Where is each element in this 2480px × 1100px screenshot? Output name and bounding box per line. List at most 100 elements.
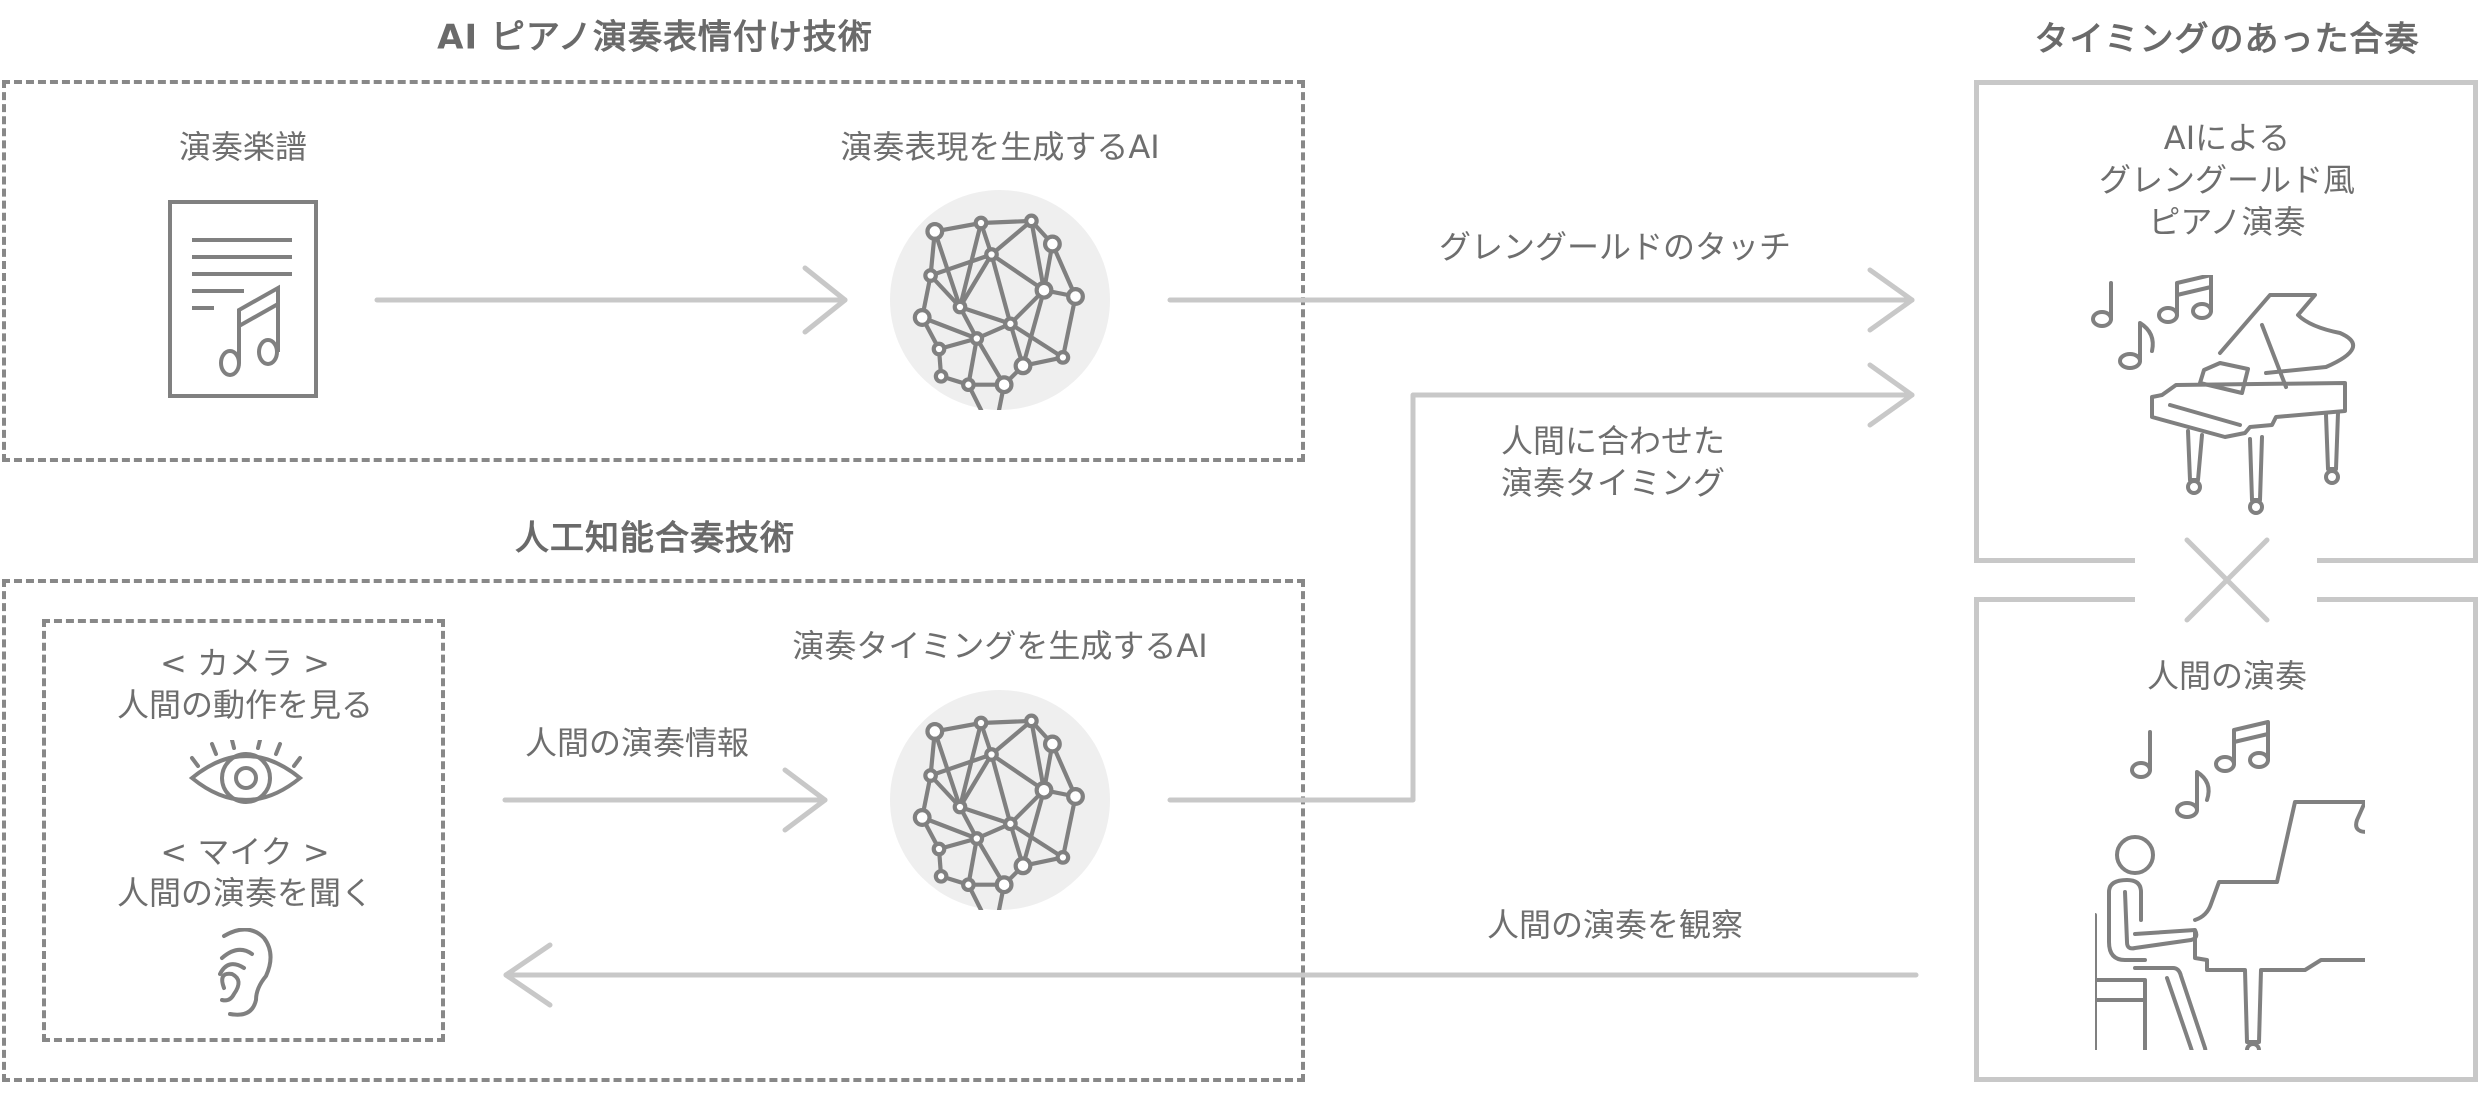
- sensor-box: [42, 619, 445, 1042]
- brain-node: [1003, 316, 1018, 332]
- brain-edge: [1020, 289, 1047, 367]
- brain-node: [1024, 213, 1039, 229]
- brain-edge: [1050, 743, 1078, 798]
- brain-edge: [1060, 796, 1078, 858]
- section-title-expression-ai: AI ピアノ演奏表情付け技術: [437, 17, 873, 58]
- brain-node: [923, 768, 938, 783]
- eye-icon: [188, 740, 304, 804]
- brain-edge: [989, 753, 1013, 825]
- brain-node: [969, 831, 985, 846]
- brain-node: [1034, 780, 1054, 800]
- timing-ai-label: 演奏タイミングを生成するAI: [792, 627, 1208, 665]
- brain-edge: [966, 838, 979, 886]
- brain-edge: [959, 305, 1012, 326]
- brain-edge: [958, 753, 994, 809]
- brain-node: [1034, 280, 1054, 300]
- brain-node: [931, 341, 947, 357]
- arrow-timing-head: [1867, 362, 1915, 428]
- brain-node: [1013, 356, 1033, 376]
- timing-label-line-1: 人間に合わせた: [1500, 422, 1726, 460]
- section-title-ensemble-ai: 人工知能合奏技術: [515, 518, 795, 559]
- brain-node: [925, 721, 945, 741]
- neural-brain-icon: [912, 213, 1085, 410]
- brain-edge: [957, 222, 984, 308]
- brain-node: [1042, 734, 1062, 754]
- brain-node: [952, 299, 968, 315]
- brain-node: [1055, 850, 1071, 865]
- ai-performance-label: AIによる グレングールド風 ピアノ演奏: [2099, 117, 2355, 243]
- brain-edge: [921, 315, 978, 341]
- mic-label: < マイク >: [160, 833, 330, 871]
- camera-label: < カメラ >: [160, 644, 330, 682]
- brain-edge: [990, 752, 1046, 792]
- brain-edge: [966, 338, 979, 386]
- brain-node: [925, 221, 945, 241]
- ai-performance-line-1: AIによる: [2163, 119, 2291, 157]
- brain-edge: [990, 252, 1046, 292]
- brain-edge: [929, 252, 993, 278]
- pianist-icon: [2095, 720, 2365, 1050]
- brain-node: [994, 375, 1014, 395]
- brain-node: [1066, 787, 1085, 806]
- brain-node: [969, 331, 985, 346]
- brain-node: [933, 868, 949, 884]
- performance-info-label: 人間の演奏情報: [524, 724, 750, 762]
- sheet-music-icon: [168, 200, 318, 398]
- score-label: 演奏楽譜: [178, 128, 308, 166]
- section-title-ensemble-result: タイミングのあった合奏: [2034, 19, 2420, 60]
- brain-edge: [957, 722, 984, 808]
- brain-edge: [980, 718, 1032, 726]
- ear-icon: [218, 928, 273, 1017]
- brain-edge: [989, 253, 1013, 325]
- neural-brain-icon: [912, 713, 1085, 910]
- brain-edge: [990, 219, 1033, 257]
- brain-node: [1066, 287, 1085, 306]
- brain-node: [923, 268, 938, 283]
- brain-node: [994, 875, 1014, 895]
- brain-node: [973, 215, 989, 231]
- brain-edge: [921, 815, 978, 841]
- brain-edge: [1009, 322, 1065, 360]
- gould-touch-label: グレングールドのタッチ: [1438, 228, 1792, 266]
- brain-edge: [1060, 296, 1078, 358]
- ai-performance-line-3: ピアノ演奏: [2148, 203, 2306, 241]
- brain-node: [931, 841, 947, 857]
- brain-node: [1055, 350, 1071, 365]
- brain-node: [912, 808, 932, 827]
- ai-performance-box: [1974, 80, 2478, 563]
- brain-node: [1042, 234, 1062, 254]
- brain-node: [1024, 713, 1039, 729]
- mic-caption: 人間の演奏を聞く: [116, 874, 374, 912]
- brain-node: [912, 308, 932, 327]
- brain-edge: [959, 805, 1012, 826]
- brain-node: [961, 877, 976, 893]
- brain-node: [1013, 856, 1033, 876]
- brain-node: [952, 799, 968, 815]
- brain-node: [984, 247, 999, 262]
- brain-node: [961, 377, 976, 393]
- brain-edge: [958, 253, 994, 309]
- arrow-gould-touch-head: [1867, 267, 1915, 333]
- brain-edge: [1050, 243, 1078, 298]
- expression-ai-label: 演奏表現を生成するAI: [840, 128, 1160, 166]
- brain-node: [933, 368, 949, 384]
- ai-performance-line-2: グレングールド風: [2098, 161, 2356, 199]
- brain-node: [973, 715, 989, 731]
- brain-node: [1003, 816, 1018, 832]
- combine-gap: [2135, 552, 2317, 604]
- grand-piano-icon: [2091, 275, 2356, 515]
- observe-label: 人間の演奏を観察: [1486, 906, 1744, 944]
- timing-label-line-2: 演奏タイミング: [1500, 464, 1726, 502]
- brain-node: [984, 747, 999, 762]
- timing-label: 人間に合わせた 演奏タイミング: [1501, 420, 1725, 504]
- brain-edge: [990, 719, 1033, 757]
- ensemble-ai-box: [2, 579, 1305, 1082]
- brain-edge: [980, 218, 1032, 226]
- brain-edge: [929, 752, 993, 778]
- camera-caption: 人間の動作を見る: [116, 686, 374, 724]
- expression-ai-box: [2, 80, 1305, 462]
- brain-edge: [1009, 822, 1065, 860]
- brain-edge: [1029, 220, 1047, 291]
- brain-edge: [1029, 720, 1047, 791]
- brain-edge: [1020, 789, 1047, 867]
